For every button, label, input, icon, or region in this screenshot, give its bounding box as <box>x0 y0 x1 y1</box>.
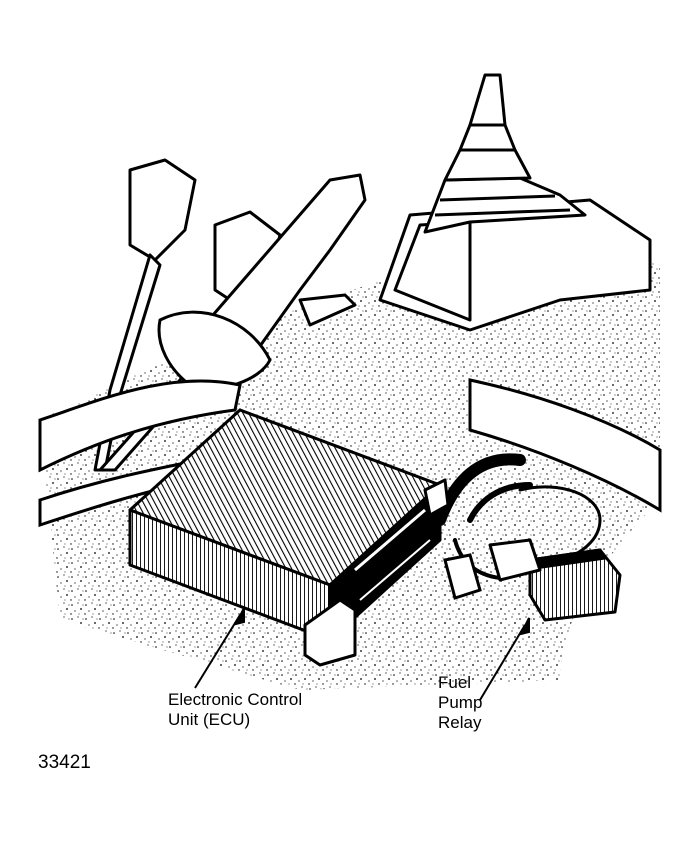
leader-lines <box>194 607 530 701</box>
ecu-label-line2: Unit (ECU) <box>168 710 251 729</box>
ecu-callout-label: Electronic Control Unit (ECU) <box>168 690 302 730</box>
ecu-label-line1: Electronic Control <box>168 690 303 709</box>
ecu-box <box>128 408 450 667</box>
relay-label-line2: Pump <box>438 693 483 712</box>
left-trim <box>38 379 242 473</box>
relay-label-line3: Relay <box>438 713 482 732</box>
connector-plug <box>443 553 482 600</box>
relay-label-line1: Fuel <box>438 673 472 692</box>
fuel-pump-relay-callout-label: Fuel Pump Relay <box>438 673 482 733</box>
figure-number: 33421 <box>38 752 91 773</box>
fuel-pump-relay <box>488 538 622 622</box>
console-side-panel <box>468 378 662 513</box>
center-console <box>378 73 652 332</box>
handbrake-lever <box>157 173 367 390</box>
